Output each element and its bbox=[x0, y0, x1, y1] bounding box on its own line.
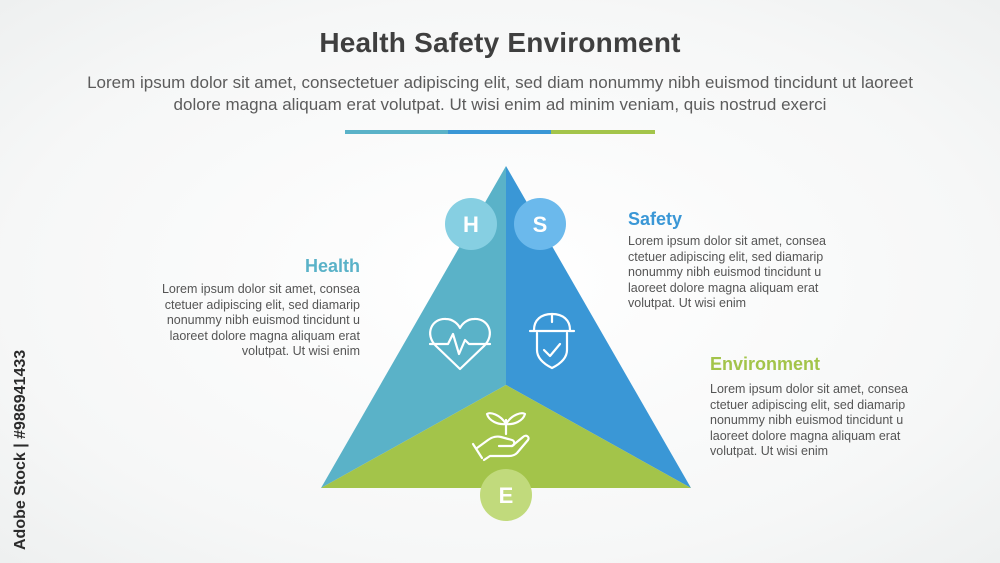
divider-health bbox=[345, 130, 448, 134]
environment-segment bbox=[321, 385, 691, 488]
health-line: volutpat. Ut wisi enim bbox=[241, 344, 360, 358]
safety-letter: S bbox=[533, 212, 548, 237]
safety-description: Lorem ipsum dolor sit amet, consea ctetu… bbox=[628, 234, 860, 312]
health-letter-circle bbox=[445, 198, 497, 250]
stock-watermark-text: Adobe Stock | #986941433 bbox=[12, 349, 29, 550]
safety-heading: Safety bbox=[628, 209, 683, 229]
health-line: nonummy nibh euismod tincidunt u bbox=[166, 313, 360, 327]
health-line: Lorem ipsum dolor sit amet, consea bbox=[161, 282, 360, 296]
environment-line: laoreet dolore magna aliquam erat bbox=[710, 428, 901, 443]
safety-line: ctetuer adipiscing elit, sed diamarip bbox=[628, 249, 824, 264]
hand-plant-icon bbox=[471, 412, 530, 462]
environment-line: ctetuer adipiscing elit, sed diamarip bbox=[710, 397, 906, 412]
safety-line: Lorem ipsum dolor sit amet, consea bbox=[628, 234, 827, 248]
environment-heading: Environment bbox=[710, 354, 821, 374]
environment-description: Lorem ipsum dolor sit amet, consea ctetu… bbox=[710, 382, 942, 460]
safety-line: nonummy nibh euismod tincidunt u bbox=[628, 265, 822, 279]
heart-pulse-icon bbox=[428, 317, 492, 371]
environment-line: Lorem ipsum dolor sit amet, consea bbox=[710, 382, 909, 396]
safety-line: laoreet dolore magna aliquam erat bbox=[628, 280, 819, 295]
health-description: Lorem ipsum dolor sit amet, consea ctetu… bbox=[128, 282, 360, 360]
health-heading: Health bbox=[304, 256, 360, 276]
stock-watermark: Adobe Stock | #986941433 bbox=[8, 320, 32, 550]
health-line: laoreet dolore magna aliquam erat bbox=[169, 328, 360, 343]
health-line: ctetuer adipiscing elit, sed diamarip bbox=[164, 297, 360, 312]
page-title: Health Safety Environment bbox=[319, 27, 681, 58]
divider-environment bbox=[551, 130, 655, 134]
safety-letter-circle bbox=[514, 198, 566, 250]
divider-safety bbox=[448, 130, 551, 134]
page-subtitle: Lorem ipsum dolor sit amet, consectetuer… bbox=[87, 73, 913, 114]
environment-line: volutpat. Ut wisi enim bbox=[710, 444, 829, 458]
worker-shield-icon bbox=[528, 312, 576, 370]
safety-line: volutpat. Ut wisi enim bbox=[628, 296, 747, 310]
environment-letter: E bbox=[499, 483, 514, 508]
environment-letter-circle bbox=[480, 469, 532, 521]
environment-line: nonummy nibh euismod tincidunt u bbox=[710, 413, 904, 427]
health-letter: H bbox=[463, 212, 479, 237]
